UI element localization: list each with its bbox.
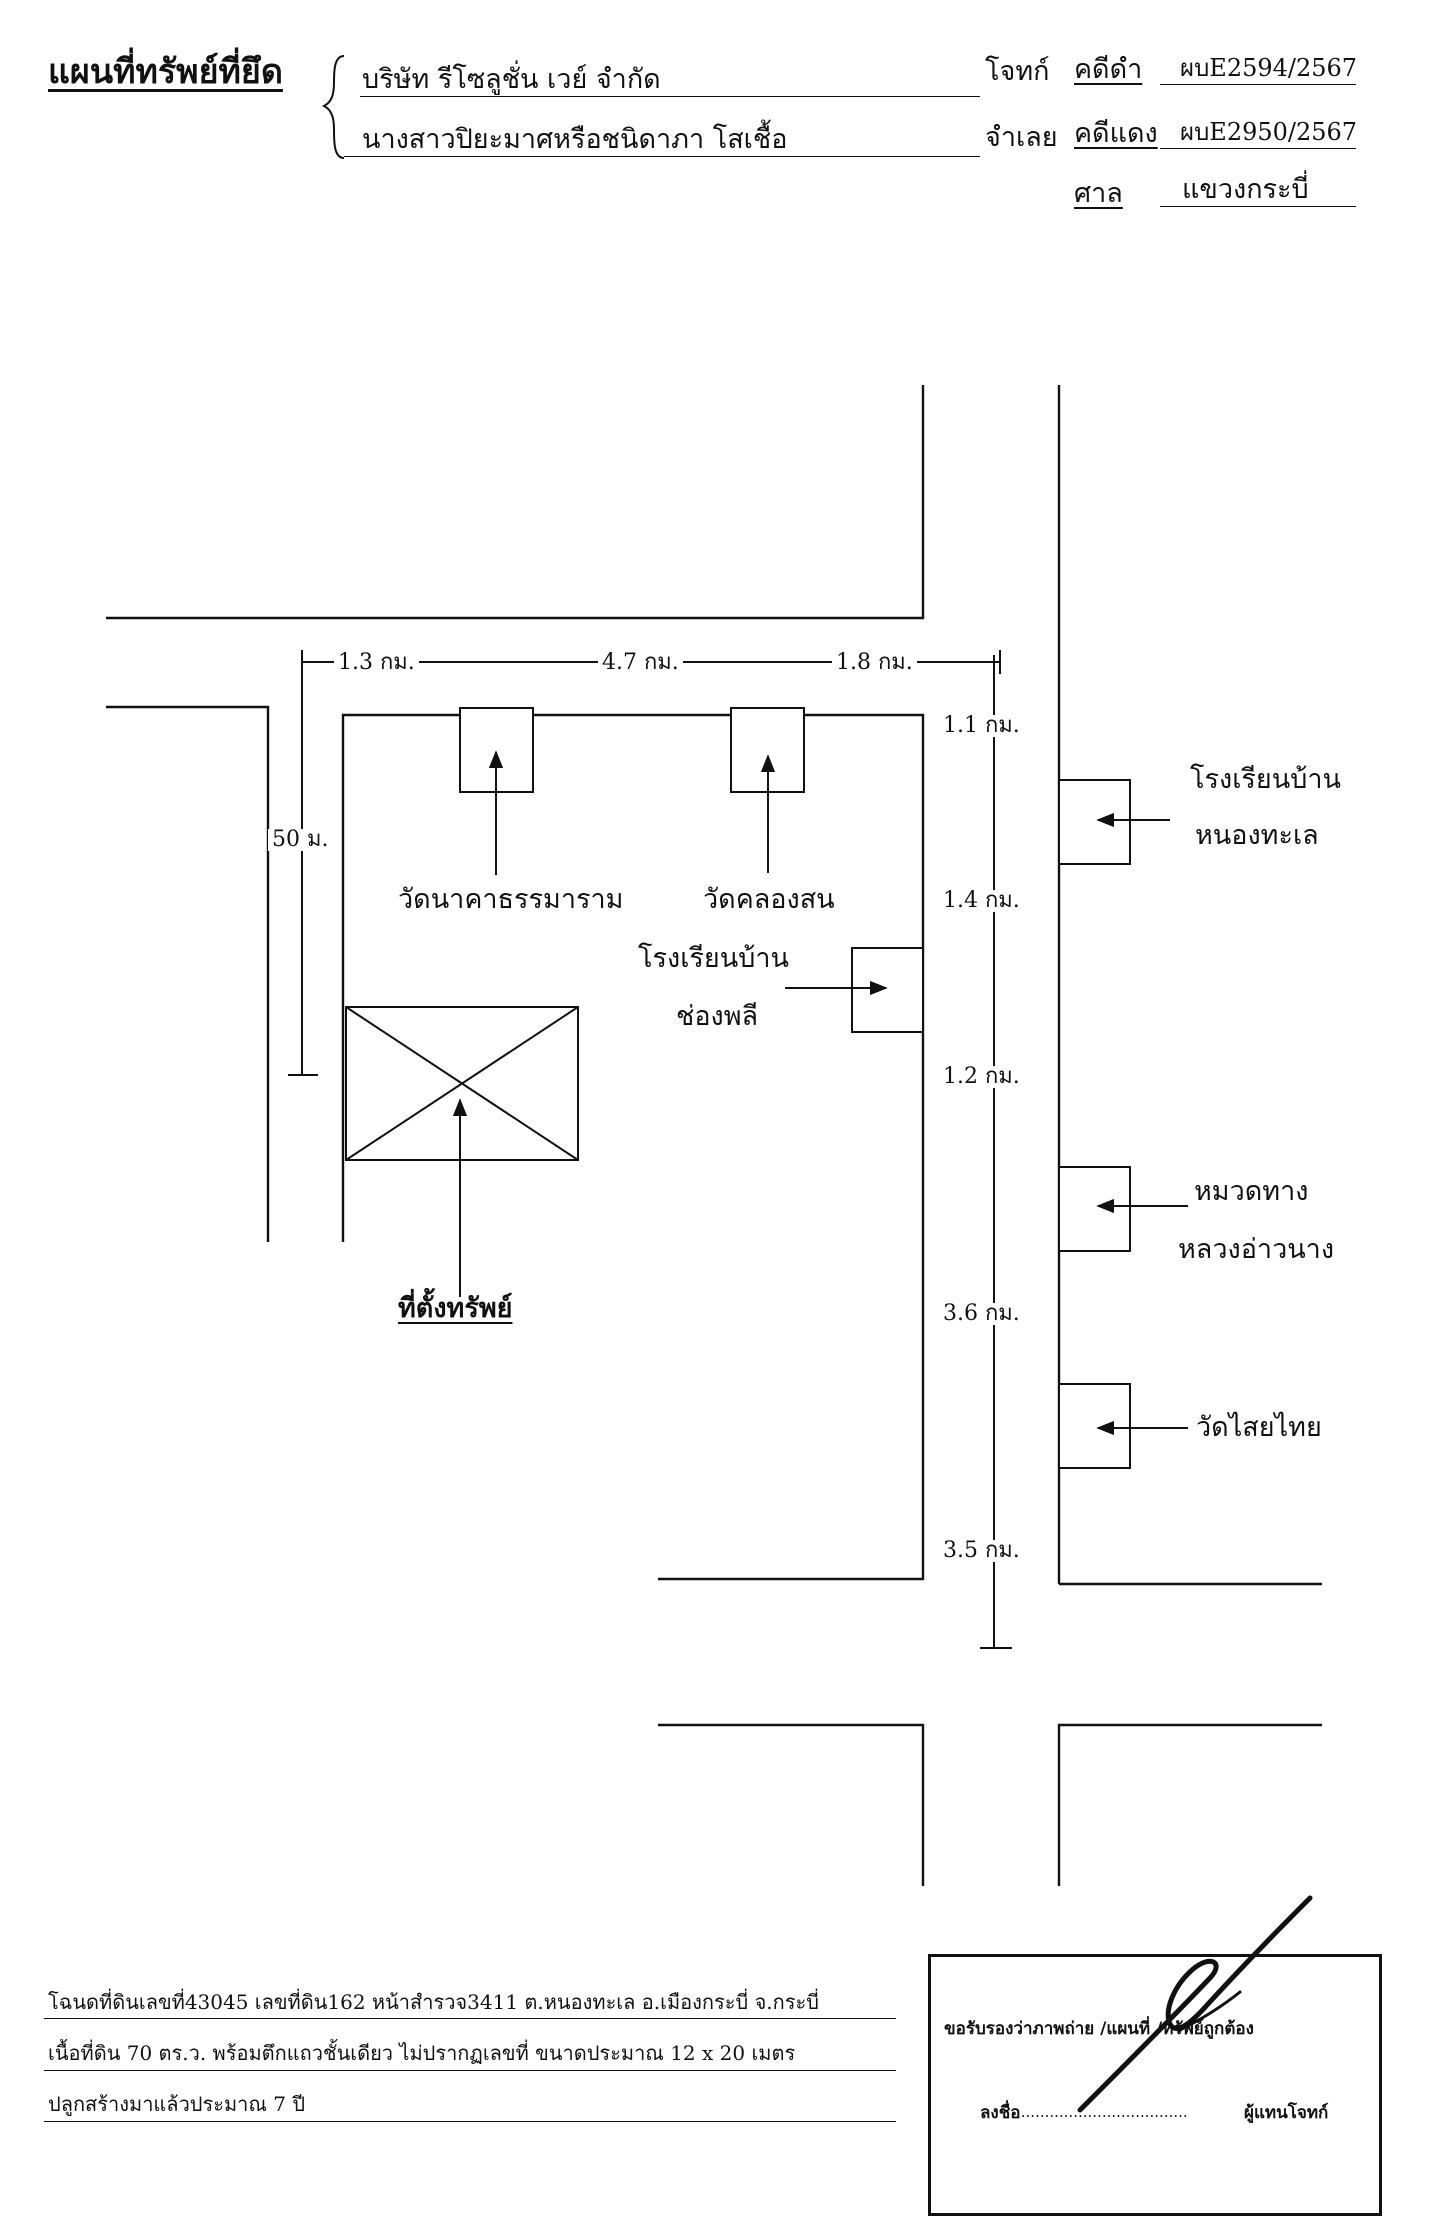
school-nongthale-box	[1058, 779, 1131, 865]
deed-line-2-underline	[44, 2070, 896, 2071]
road-bottom-left	[658, 1723, 925, 1886]
road-loop	[341, 713, 925, 1581]
court-underline	[1160, 206, 1356, 207]
school-chongphli-label-1: โรงเรียนบ้าน	[638, 943, 789, 974]
brace-icon	[322, 55, 345, 159]
road-bottom-right	[1057, 1723, 1322, 1886]
distance-right-1: 1.1 กม.	[939, 715, 1024, 737]
distance-side-1: 50 ม.	[268, 829, 333, 851]
distance-right-5: 3.5 กม.	[939, 1540, 1024, 1562]
temple-naka-label: วัดนาคาธรรมาราม	[398, 884, 624, 915]
highway-unit-label-2: หลวงอ่าวนาง	[1178, 1234, 1335, 1265]
document-title: แผนที่ทรัพย์ที่ยึด	[48, 52, 283, 92]
distance-top-3: 1.8 กม.	[832, 652, 917, 674]
defendant-name: นางสาวปิยะมาศหรือชนิดาภา โสเชื้อ	[362, 124, 788, 155]
deed-line-3: ปลูกสร้างมาแล้วประมาณ 7 ปี	[48, 2092, 306, 2116]
court-label: ศาล	[1074, 178, 1123, 209]
school-nongthale-label-2: หนองทะเล	[1195, 820, 1319, 851]
plaintiff-role: โจทก์	[985, 56, 1050, 87]
temple-khlongson-label: วัดคลองสน	[703, 884, 835, 915]
red-case-underline	[1160, 148, 1356, 149]
defendant-role: จำเลย	[985, 122, 1058, 153]
court-name: แขวงกระบี่	[1182, 174, 1309, 205]
red-case-number: ผบE2950/2567	[1180, 118, 1358, 146]
school-chongphli-label-2: ช่องพลี	[676, 1001, 759, 1032]
distance-right-2: 1.4 กม.	[939, 890, 1024, 912]
temple-saithai-label: วัดไสยไทย	[1196, 1412, 1322, 1443]
deed-line-1: โฉนดที่ดินเลขที่43045 เลขที่ดิน162 หน้าส…	[48, 1990, 819, 2014]
signature-prefix: ลงชื่อ	[980, 2103, 1021, 2123]
distance-right-4: 3.6 กม.	[939, 1303, 1024, 1325]
plaintiff-name: บริษัท รีโซลูชั่น เวย์ จำกัด	[362, 64, 661, 95]
property-location-label: ที่ตั้งทรัพย์	[398, 1293, 513, 1324]
distance-right-3: 1.2 กม.	[939, 1066, 1024, 1088]
distance-top-1: 1.3 กม.	[334, 652, 419, 674]
black-case-label: คดีดำ	[1074, 54, 1143, 85]
defendant-underline	[344, 156, 980, 157]
signature-dots: ....................................	[1016, 2103, 1188, 2121]
school-nongthale-label-1: โรงเรียนบ้าน	[1190, 764, 1341, 795]
certification-box	[928, 1954, 1382, 2216]
signature-role: ผู้แทนโจทก์	[1244, 2103, 1329, 2123]
temple-saithai-box	[1058, 1383, 1131, 1469]
red-case-label: คดีแดง	[1074, 118, 1158, 149]
highway-unit-label-1: หมวดทาง	[1194, 1176, 1309, 1207]
deed-line-1-underline	[44, 2018, 896, 2019]
road-top-left	[106, 385, 925, 620]
deed-line-2: เนื้อที่ดิน 70 ตร.ว. พร้อมตึกแถวชั้นเดีย…	[48, 2041, 796, 2065]
black-case-underline	[1160, 84, 1356, 85]
highway-unit-box	[1058, 1166, 1131, 1252]
plaintiff-underline	[360, 96, 980, 97]
certification-text: ขอรับรองว่าภาพถ่าย /แผนที่ /ทรัพย์ถูกต้อ…	[944, 2019, 1254, 2039]
school-chongphli-box	[851, 947, 924, 1033]
signature-mark	[1077, 1895, 1313, 2113]
road-left-inner	[106, 705, 270, 1242]
deed-line-3-underline	[44, 2121, 896, 2122]
black-case-number: ผบE2594/2567	[1180, 54, 1358, 82]
distance-top-2: 4.7 กม.	[598, 652, 683, 674]
